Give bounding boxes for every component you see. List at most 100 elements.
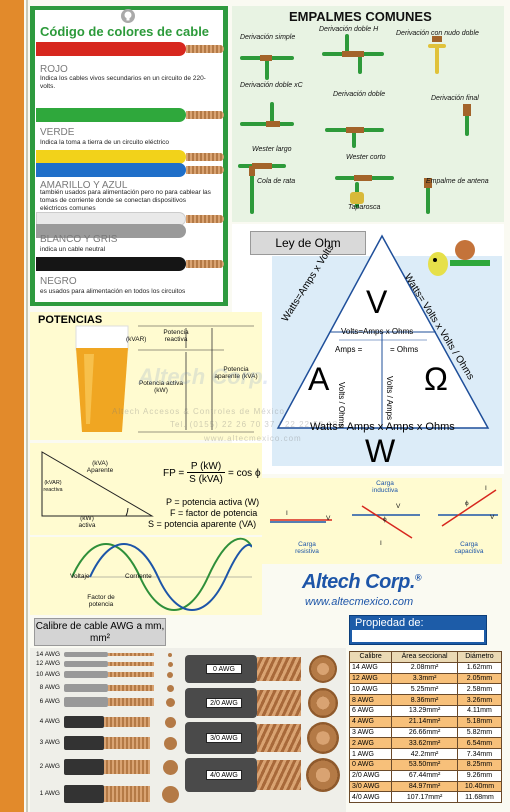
green-cable [36, 108, 186, 122]
gauge-big-copper [257, 724, 301, 752]
gauge-cable [64, 697, 108, 707]
power-arrows [138, 325, 254, 433]
red-desc: Indica los cables vivos secundarios en u… [40, 75, 206, 90]
left-orange-stripe [0, 0, 24, 812]
power-triangle [41, 451, 154, 517]
awg-cell-area: 53.50mm² [391, 758, 458, 771]
awg-cell-area: 3.3mm² [391, 672, 458, 685]
ohm-volts-amps: Volts / Amps [385, 376, 394, 421]
awg-cell-diametro: 4.11mm [456, 704, 503, 717]
phasor-i-2: I [380, 540, 382, 547]
awg-cell-diametro: 3.26mm [456, 694, 503, 706]
gauge-big-label: 3/0 AWG [206, 733, 242, 743]
gauge-cable [64, 716, 104, 728]
ohm-w: W [365, 433, 396, 469]
phasor-capacitiva: Carga capacitiva [454, 541, 484, 555]
awg-cell-diametro: 8.25mm [456, 758, 503, 771]
gauge-copper [108, 653, 154, 656]
awg-cell-diametro: 10.40mm [456, 780, 503, 793]
phasor-v-3: V [490, 514, 495, 521]
gauge-title: Calibre de cable AWG a mm, mm² [34, 618, 166, 646]
awg-cell-diametro: 7.34mm [456, 748, 503, 760]
awg-header-area: Área seccional [391, 651, 458, 663]
gauge-big-cross-section [306, 758, 340, 792]
gauge-cable [64, 785, 104, 803]
awg-cell-diametro: 2.05mm [456, 672, 503, 685]
phasor-inductiva: Carga inductiva [372, 480, 398, 494]
power-aparente: Potencia aparente (kVA) [214, 366, 258, 380]
awg-cell-area: 26.66mm² [391, 726, 458, 739]
awg-cell-diametro: 5.18mm [456, 715, 503, 728]
property-label: Propiedad de: [355, 617, 424, 629]
altech-logo-text: Altech Corp. [302, 571, 415, 593]
splice-label-7: Wester largo [252, 146, 292, 153]
watermark-site: www.altecmexico.com [204, 434, 302, 443]
gauge-big-cross-section [307, 722, 339, 754]
awg-cell-calibre: 3 AWG [348, 726, 393, 739]
splice-label-10: Empalme de antena [426, 178, 489, 185]
awg-cell-calibre: 0 AWG [348, 758, 393, 771]
awg-cell-area: 42.2mm² [391, 748, 458, 760]
white-copper [186, 215, 224, 223]
yellow-cable [36, 150, 186, 164]
power-panel [30, 312, 262, 440]
splice-label-11: Taparosca [348, 204, 381, 211]
awg-cell-area: 5.25mm² [391, 683, 458, 696]
white-gray-tag: BLANCO Y GRIS [40, 234, 118, 245]
red-copper [186, 45, 224, 53]
wave-factor: Factor de potencia [87, 594, 115, 608]
splice-label-9: Cola de rata [257, 178, 296, 185]
gauge-label: 14 AWG [36, 650, 60, 658]
white-gray-desc: indica un cable neutral [40, 246, 106, 253]
phasor-v-1: V [326, 515, 331, 522]
gauge-cable [64, 661, 108, 667]
altech-url: www.altecmexico.com [305, 596, 414, 608]
splices-illustration [238, 34, 471, 214]
gauge-label: 8 AWG [39, 684, 60, 691]
blue-copper [186, 166, 224, 174]
fp-numerator: P (kW) [187, 461, 225, 473]
awg-cell-calibre: 14 AWG [348, 661, 393, 674]
awg-cell-calibre: 8 AWG [348, 694, 393, 706]
splice-label-8: Wester corto [346, 154, 386, 161]
gauge-big-copper [257, 690, 301, 716]
ohm-bottom: Watts= Amps x Amps x Ohms [310, 421, 455, 433]
gauge-copper [108, 685, 154, 691]
awg-cell-calibre: 4/0 AWG [348, 791, 393, 804]
ohm-volts-eq: Volts=Amps x Ohms [341, 327, 414, 336]
gauge-cross-section [168, 652, 172, 657]
awg-cell-calibre: 4 AWG [348, 715, 393, 728]
wave-corriente: Corriente [125, 573, 152, 580]
gauge-big-copper [257, 760, 301, 790]
property-field[interactable] [352, 630, 484, 642]
awg-header-diametro: Diámetro [456, 651, 503, 663]
yellow-blue-tag: AMARILLO Y AZUL [40, 180, 128, 191]
awg-cell-calibre: 3/0 AWG [348, 780, 393, 793]
power-title: POTENCIAS [38, 314, 103, 326]
gauge-label: 2 AWG [39, 763, 60, 770]
gauge-label: 6 AWG [39, 698, 60, 705]
fp-kvar: (kVAR) reactiva [43, 480, 63, 493]
gauge-copper [108, 672, 154, 677]
gauge-copper [108, 662, 154, 666]
fp-p-def: P = potencia activa (W) [166, 497, 260, 507]
gauge-cross-section [162, 759, 178, 775]
gauge-label: 1 AWG [39, 790, 60, 797]
green-copper [186, 111, 224, 119]
black-copper [186, 260, 224, 268]
bulb-icon [121, 9, 135, 23]
ohm-amps-eq: Amps = [335, 345, 363, 354]
gauge-copper [104, 786, 150, 802]
phasor-resistiva: Carga resistiva [295, 541, 319, 555]
splices-panel [232, 6, 504, 222]
power-kvar: (kVAR) [126, 336, 147, 343]
altech-logo: Altech Corp.® [302, 571, 422, 594]
red-cable [36, 42, 186, 56]
watermark-sub: Altech Accesos & Controles de México [112, 407, 285, 416]
gauge-big-cross-section [308, 688, 338, 718]
